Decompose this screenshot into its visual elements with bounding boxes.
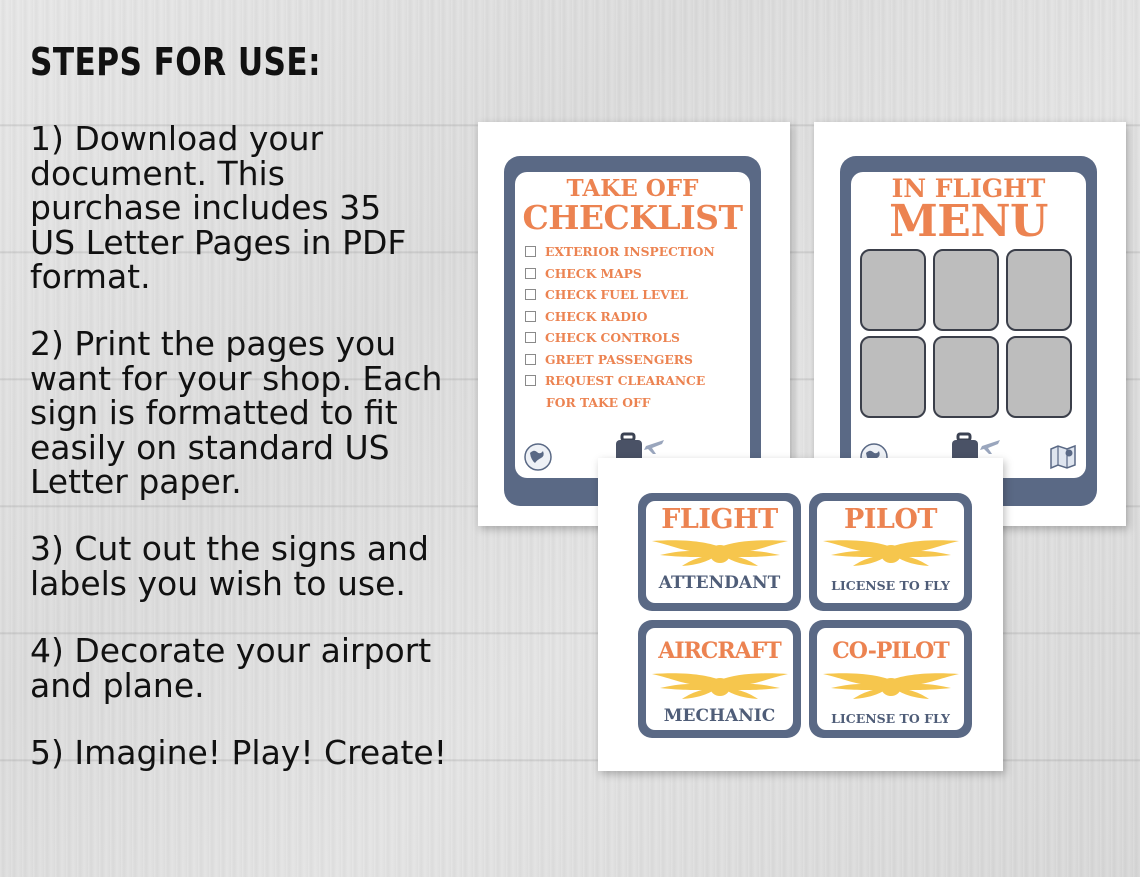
checklist-frame: TAKE OFF CHECKLIST EXTERIOR INSPECTION C… <box>504 156 761 506</box>
checklist-item: EXTERIOR INSPECTION <box>525 241 750 263</box>
menu-slot <box>933 249 999 331</box>
checklist-item: REQUEST CLEARANCE <box>525 370 750 392</box>
menu-slot <box>860 249 926 331</box>
step-2: 2) Print the pages you want for your sho… <box>30 324 443 501</box>
checklist-title-small: TAKE OFF <box>566 175 699 202</box>
badge-co-pilot: CO-PILOT LICENSE TO FLY <box>809 620 972 738</box>
badge-pilot: PILOT LICENSE TO FLY <box>809 493 972 611</box>
checkbox-icon <box>525 267 536 279</box>
checklist-item-label: EXTERIOR INSPECTION <box>545 244 715 259</box>
badges-sheet: FLIGHT ATTENDANT PILOT LICENSE TO FLY AI… <box>598 458 1003 771</box>
badge-flight-attendant: FLIGHT ATTENDANT <box>638 493 801 611</box>
checklist-item-label: CHECK FUEL LEVEL <box>545 287 688 302</box>
step-4: 4) Decorate your airport and plane. <box>30 631 432 705</box>
checklist-item-label: CHECK MAPS <box>545 265 642 281</box>
badge-subtitle: ATTENDANT <box>658 573 781 593</box>
wings-icon <box>822 673 959 699</box>
checklist-card: TAKE OFF CHECKLIST EXTERIOR INSPECTION C… <box>515 172 750 478</box>
checkbox-icon <box>525 375 536 387</box>
badge-aircraft-mechanic: AIRCRAFT MECHANIC <box>638 620 801 738</box>
wings-icon <box>651 673 788 699</box>
checklist-items: EXTERIOR INSPECTION CHECK MAPS CHECK FUE… <box>525 241 750 413</box>
badge-title: FLIGHT <box>661 504 778 535</box>
steps-title: STEPS FOR USE: <box>30 40 321 84</box>
badge-card: PILOT LICENSE TO FLY <box>817 501 964 603</box>
checklist-item-label: CHECK RADIO <box>545 308 648 324</box>
step-5: 5) Imagine! Play! Create! <box>30 733 447 772</box>
badge-card: CO-PILOT LICENSE TO FLY <box>817 628 964 730</box>
checkbox-icon <box>525 332 536 344</box>
checklist-item: GREET PASSENGERS <box>525 349 750 371</box>
badge-title: PILOT <box>843 504 938 535</box>
step-1: 1) Download your document. This purchase… <box>30 119 407 296</box>
step-3: 3) Cut out the signs and labels you wish… <box>30 529 429 603</box>
checklist-item-continuation: FOR TAKE OFF <box>546 394 651 410</box>
badge-card: AIRCRAFT MECHANIC <box>646 628 793 730</box>
checklist-item: CHECK MAPS <box>525 263 750 285</box>
badge-subtitle: MECHANIC <box>663 706 776 726</box>
checkbox-icon <box>525 246 536 258</box>
globe-icon <box>524 443 552 471</box>
checkbox-icon <box>525 353 536 365</box>
badge-title: AIRCRAFT <box>658 638 782 664</box>
menu-slot <box>933 336 999 418</box>
checklist-item: CHECK RADIO <box>525 306 750 328</box>
checklist-title-big: CHECKLIST <box>522 198 743 237</box>
checklist-item-label: REQUEST CLEARANCE <box>545 373 706 388</box>
checkbox-icon <box>525 310 536 322</box>
menu-slot-grid <box>860 249 1072 418</box>
checklist-item-label: CHECK CONTROLS <box>545 330 680 345</box>
menu-title-small: IN FLIGHT <box>891 174 1046 203</box>
menu-card: IN FLIGHT MENU <box>851 172 1086 478</box>
checklist-item: CHECK CONTROLS <box>525 327 750 349</box>
map-icon <box>1050 444 1076 470</box>
checklist-item-label: GREET PASSENGERS <box>545 351 693 367</box>
menu-title-big: MENU <box>889 196 1048 247</box>
badge-subtitle: LICENSE TO FLY <box>831 578 950 593</box>
checkbox-icon <box>525 289 536 301</box>
badge-title: CO-PILOT <box>832 638 949 664</box>
wings-icon <box>651 540 788 566</box>
badge-card: FLIGHT ATTENDANT <box>646 501 793 603</box>
menu-slot <box>1006 249 1072 331</box>
badge-subtitle: LICENSE TO FLY <box>831 711 950 726</box>
wings-icon <box>822 540 959 566</box>
menu-slot <box>1006 336 1072 418</box>
checklist-item: CHECK FUEL LEVEL <box>525 284 750 306</box>
checklist-sheet: TAKE OFF CHECKLIST EXTERIOR INSPECTION C… <box>478 122 790 526</box>
menu-slot <box>860 336 926 418</box>
menu-frame: IN FLIGHT MENU <box>840 156 1097 506</box>
